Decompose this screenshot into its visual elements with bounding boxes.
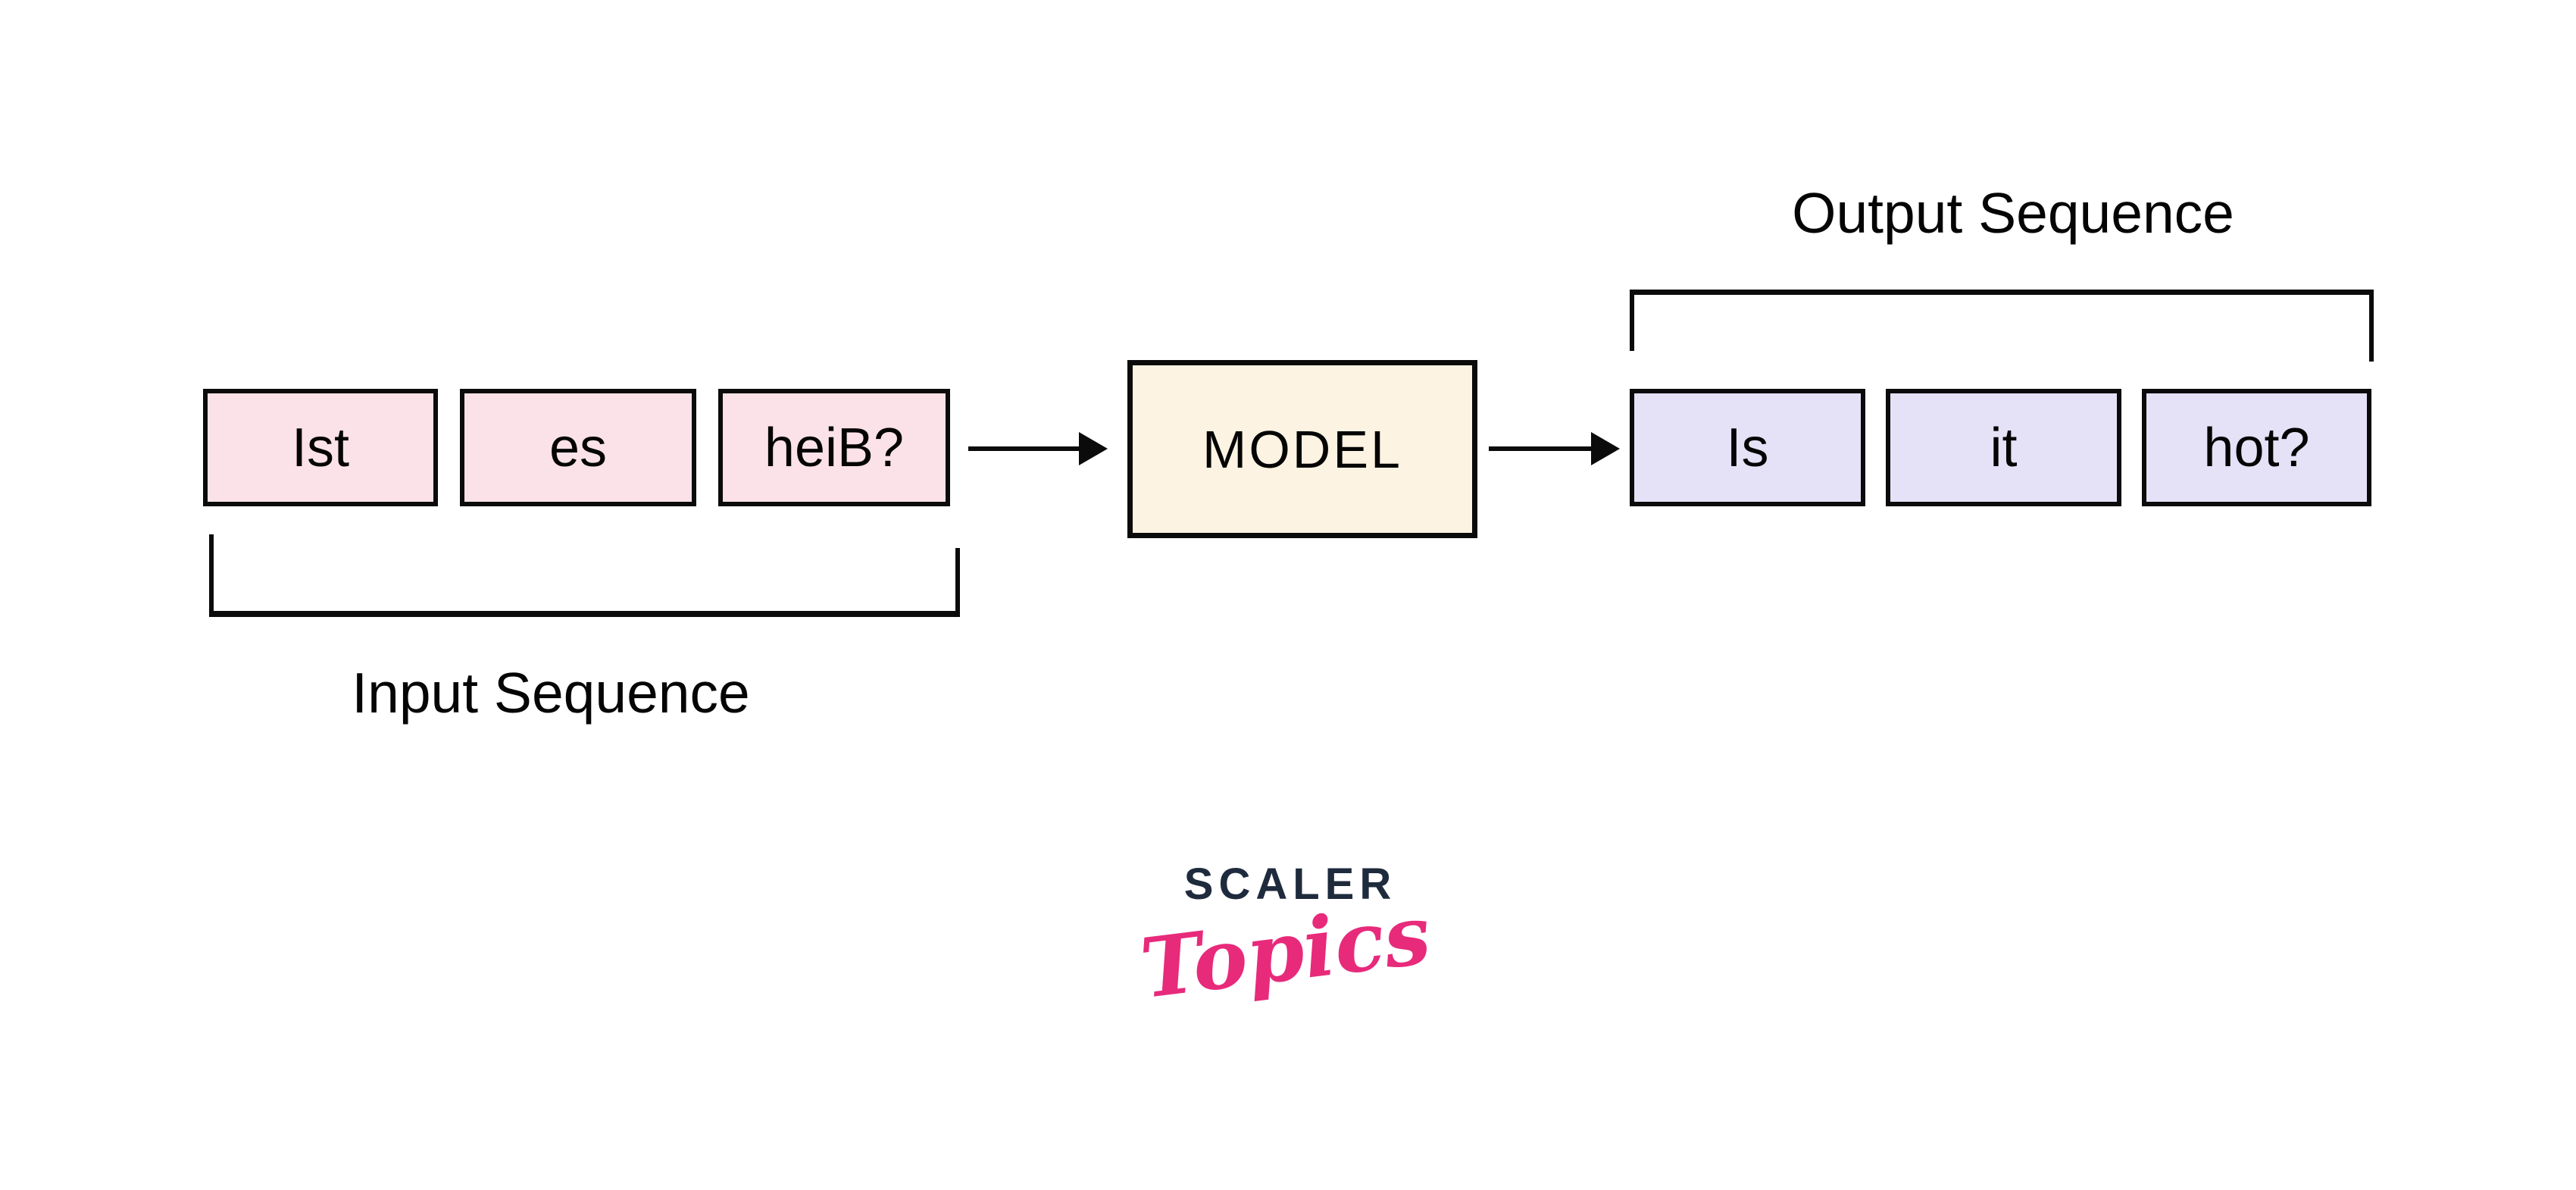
output-word-label: it	[1990, 417, 2018, 478]
output-bracket-top-line	[1630, 290, 2374, 295]
input-word-box-ist: Ist	[203, 389, 438, 506]
output-word-label: Is	[1726, 417, 1769, 478]
input-word-box-es: es	[460, 389, 696, 506]
arrow-head	[1079, 432, 1108, 465]
model-box-label: MODEL	[1202, 419, 1402, 479]
model-box: MODEL	[1127, 360, 1477, 538]
output-word-box-it: it	[1886, 389, 2121, 506]
input-word-label: es	[549, 417, 608, 478]
topics-script-wordmark: Topics	[1136, 887, 1436, 1017]
input-bracket-right-tick	[955, 548, 960, 616]
scaler-wordmark: SCALER	[1183, 860, 1397, 909]
output-bracket-left-tick	[1630, 290, 1634, 351]
arrow-shaft	[1489, 446, 1594, 451]
input-bracket-bottom-line	[209, 611, 960, 617]
input-word-box-heib: heiB?	[718, 389, 950, 506]
output-word-box-is: Is	[1630, 389, 1865, 506]
input-word-label: heiB?	[764, 417, 905, 478]
output-sequence-label: Output Sequence	[1792, 181, 2234, 245]
input-bracket-left-tick	[209, 534, 214, 616]
arrow-right-icon	[1489, 432, 1620, 465]
arrow-shaft	[968, 446, 1082, 451]
output-word-label: hot?	[2203, 417, 2310, 478]
input-word-label: Ist	[291, 417, 349, 478]
output-bracket-right-tick	[2369, 290, 2374, 362]
arrow-head	[1591, 432, 1620, 465]
output-word-box-hot: hot?	[2142, 389, 2371, 506]
arrow-right-icon	[968, 432, 1108, 465]
input-sequence-label: Input Sequence	[352, 661, 750, 725]
